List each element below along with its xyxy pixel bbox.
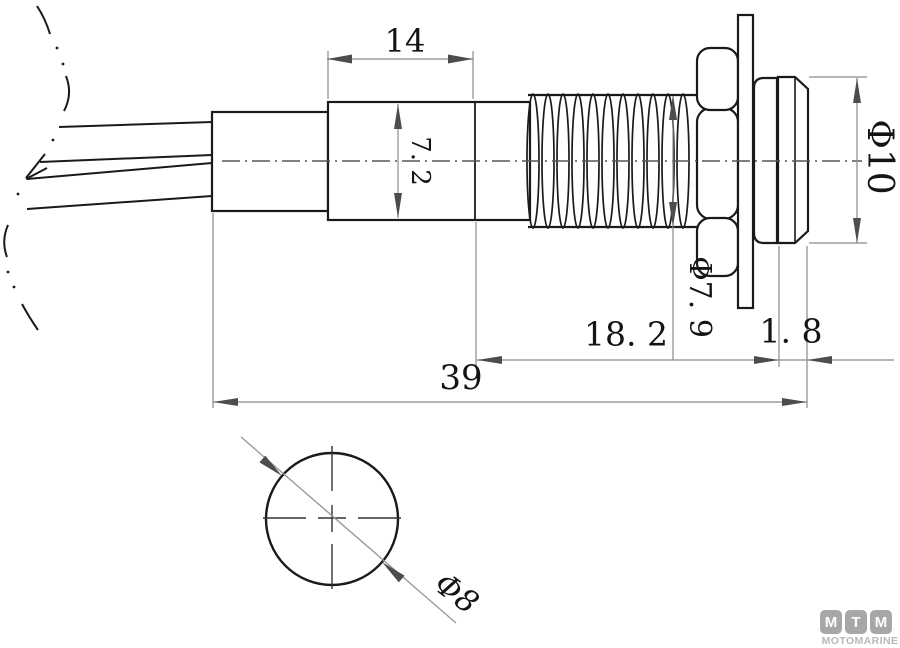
dim-label-total-length: 39 [439, 358, 483, 398]
break-dots [6, 46, 65, 289]
lens-bezel [752, 75, 810, 245]
wire-leads [3, 5, 213, 331]
dim-label-body-length: 14 [384, 22, 426, 60]
dim-label-head-height: 1. 8 [759, 311, 823, 351]
dim-label-thread-diameter: Φ7. 9 [682, 256, 717, 338]
dim-label-head-diameter: Φ10 [859, 119, 900, 195]
mounting-hole-view [240, 436, 457, 624]
diameter-line [240, 436, 457, 624]
dim-label-thread-length: 18. 2 [584, 314, 668, 354]
center-crosshair [263, 446, 401, 589]
logo-letter-t: T [845, 610, 867, 634]
logo-subtitle: MOTOMARINE [821, 635, 899, 647]
mtm-logo: M T M MOTOMARINE [820, 610, 900, 647]
logo-letter-m1: M [820, 610, 842, 634]
diameter-arrows [259, 455, 405, 583]
hex-nut [695, 46, 740, 278]
logo-letter-m2: M [870, 610, 892, 634]
mtm-logo-squares: M T M [820, 610, 900, 634]
dimension-arrows [213, 54, 861, 406]
dim-label-body-height: 7. 2 [405, 136, 435, 186]
